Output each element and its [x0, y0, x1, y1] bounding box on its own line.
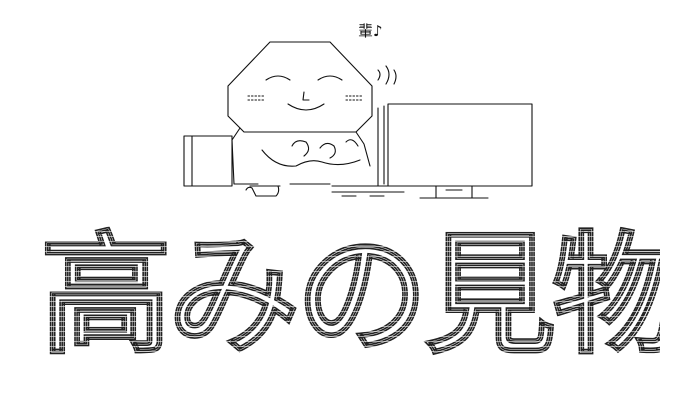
- smile: [287, 103, 325, 111]
- right-eye: [317, 75, 343, 81]
- left-box: [183, 135, 233, 187]
- base-line: [249, 183, 331, 187]
- monitor-stand: [419, 185, 489, 199]
- monitor-screen: [387, 103, 533, 187]
- right-blush: [345, 95, 363, 101]
- sound-note: 輩♪: [358, 22, 383, 40]
- character-body: [231, 127, 371, 185]
- left-eye: [265, 75, 291, 81]
- left-blush: [247, 95, 265, 101]
- title-text: 高みの見物: [40, 216, 660, 376]
- nose: [302, 91, 310, 101]
- desk-marks: [331, 185, 405, 197]
- base-mark: [245, 185, 280, 197]
- clasped-hands: [261, 139, 361, 167]
- motion-marks: [377, 65, 397, 85]
- title-banner: 高みの見物: [40, 216, 660, 376]
- character-head: [227, 41, 373, 133]
